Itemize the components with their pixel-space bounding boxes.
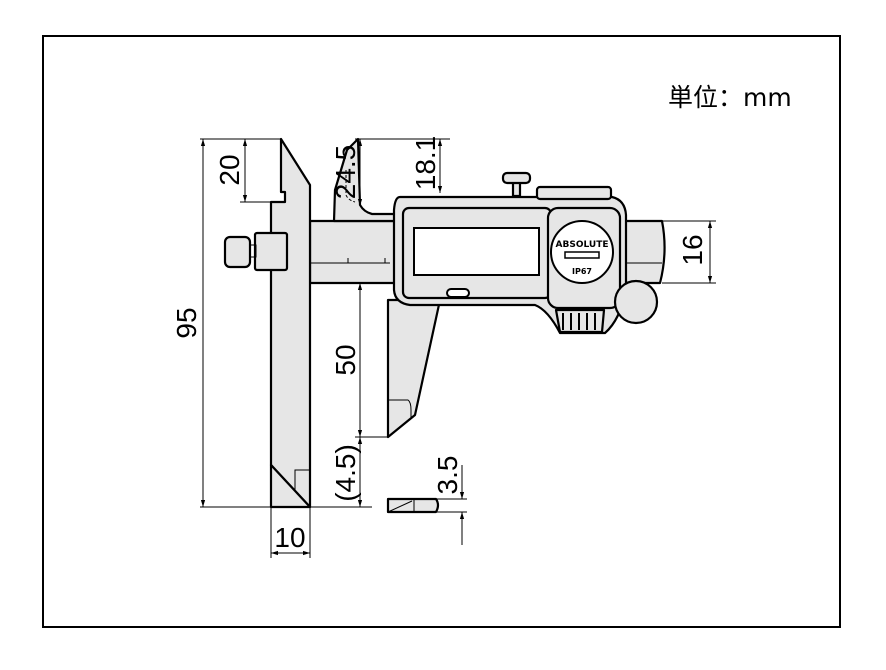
depth-base bbox=[269, 137, 312, 509]
dim-20: 20 bbox=[214, 154, 245, 185]
dim-18-1: 18.1 bbox=[410, 136, 441, 191]
dim-4-5: (4.5) bbox=[330, 444, 361, 502]
knurled-thumb bbox=[554, 308, 606, 334]
locking-screw bbox=[223, 231, 289, 272]
slider-body: ABSOLUTE IP67 bbox=[392, 171, 628, 335]
dimension-lines bbox=[200, 138, 716, 558]
dim-50: 50 bbox=[330, 344, 361, 375]
upper-jaw bbox=[332, 137, 397, 223]
tip-section bbox=[386, 497, 440, 514]
unit-label: 単位：mm bbox=[668, 83, 792, 112]
lower-jaw bbox=[386, 298, 442, 439]
ip67-badge: IP67 bbox=[572, 267, 592, 276]
lcd-display bbox=[413, 227, 540, 276]
dim-3-5: 3.5 bbox=[432, 456, 463, 495]
drawing-frame bbox=[42, 35, 841, 628]
feed-roller bbox=[613, 279, 659, 325]
zero-button bbox=[446, 288, 470, 298]
dim-24-5: 24.5 bbox=[330, 145, 361, 200]
dim-16: 16 bbox=[677, 234, 708, 265]
dim-10: 10 bbox=[274, 522, 305, 553]
dim-95: 95 bbox=[171, 307, 202, 338]
absolute-logo: ABSOLUTE bbox=[556, 240, 609, 250]
